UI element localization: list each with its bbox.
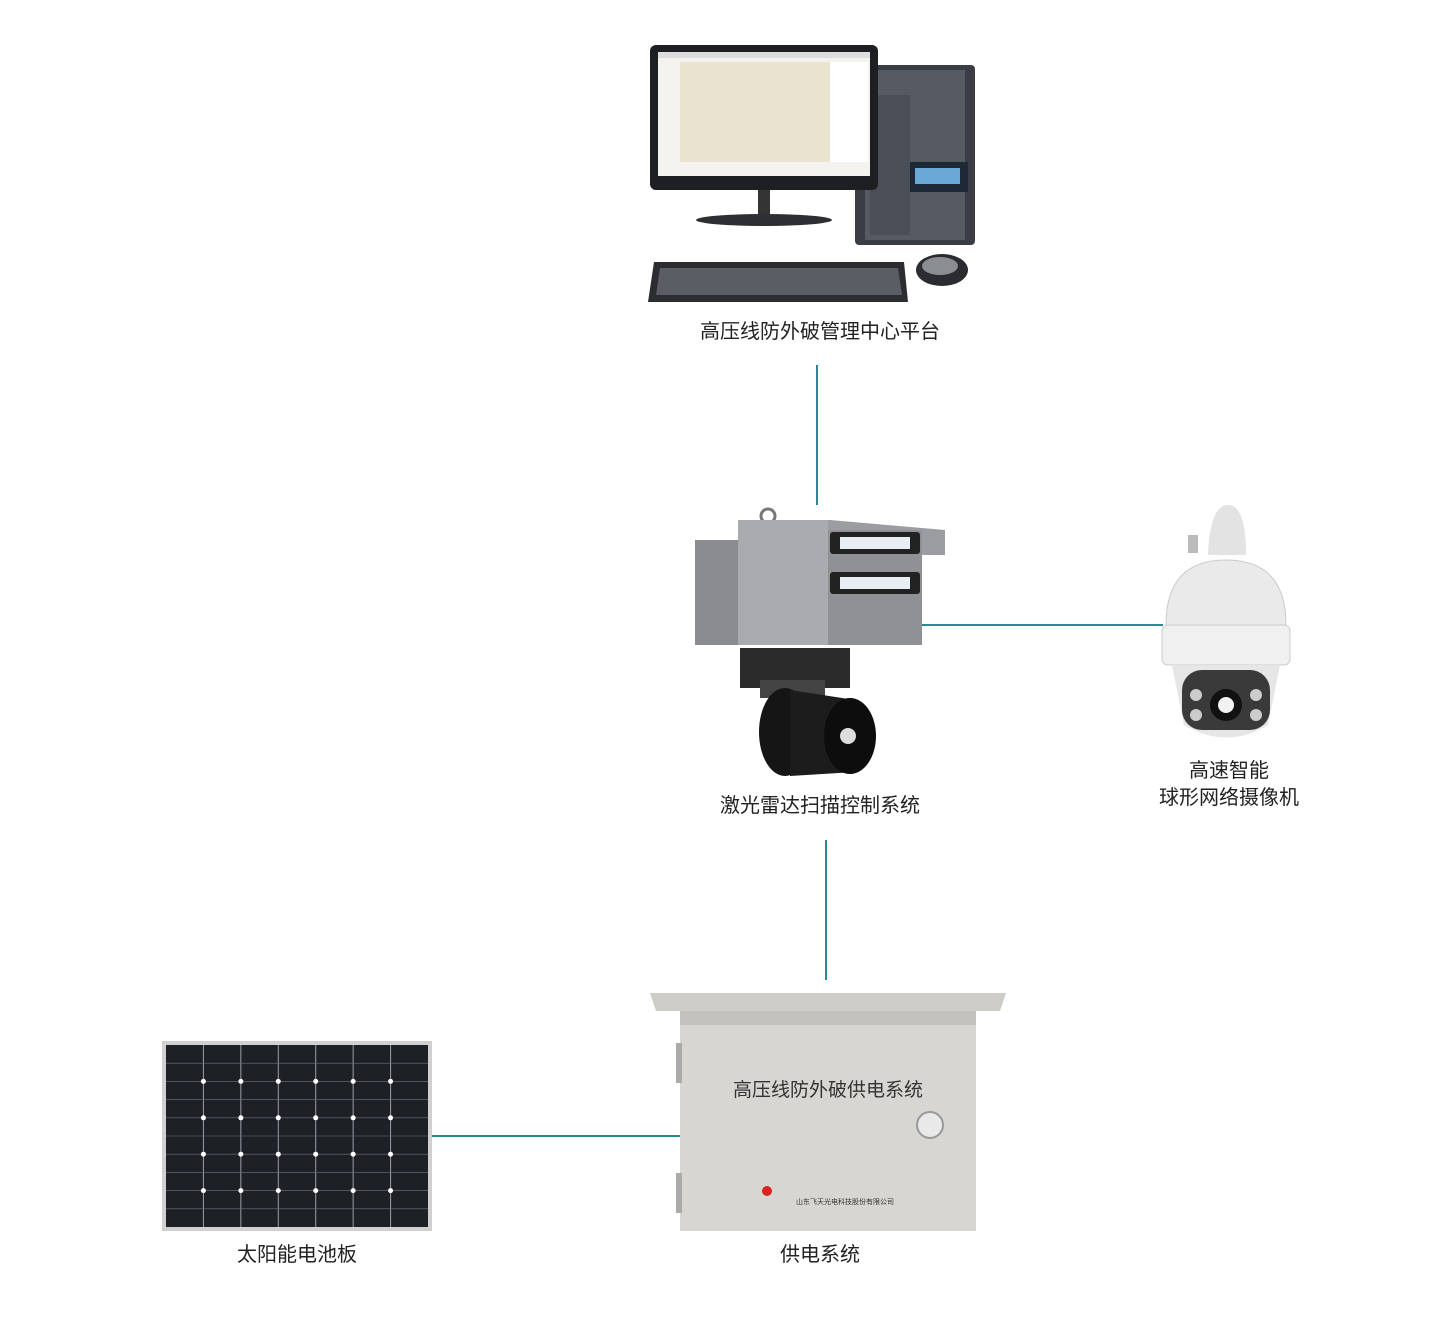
solar-cell-node	[350, 1151, 356, 1157]
solar-cell-node	[200, 1188, 206, 1194]
solar-cell-node	[388, 1078, 394, 1084]
solar-cell-node	[388, 1151, 394, 1157]
solar-cell-node	[200, 1115, 206, 1121]
solar-cell-node	[238, 1078, 244, 1084]
solar-cell-node	[275, 1115, 281, 1121]
power-label: 供电系统	[780, 1242, 860, 1266]
solar-cell-node	[238, 1188, 244, 1194]
solar-panel	[162, 1041, 432, 1231]
cabinet-company: 山东飞天光电科技股份有限公司	[796, 1198, 894, 1206]
cabinet-title: 高压线防外破供电系统	[732, 1079, 923, 1101]
camera-label-line1: 高速智能	[1189, 758, 1269, 782]
connector-solar-power	[432, 1135, 684, 1137]
solar-cell-node	[313, 1151, 319, 1157]
solar-cell-node	[275, 1078, 281, 1084]
solar-cell-node	[313, 1188, 319, 1194]
power-supply-cabinet: 高压线防外破供电系统 山东飞天光电科技股份有限公司	[650, 993, 1006, 1231]
dome-camera-icon	[1161, 505, 1291, 738]
solar-cell-node	[275, 1151, 281, 1157]
connector-platform-radar	[816, 365, 818, 505]
solar-cell-node	[313, 1115, 319, 1121]
lidar-scan-control-device	[690, 500, 950, 780]
solar-label: 太阳能电池板	[237, 1242, 357, 1266]
solar-cell-node	[388, 1188, 394, 1194]
solar-cell-node	[313, 1078, 319, 1084]
solar-cell-node	[275, 1188, 281, 1194]
platform-label: 高压线防外破管理中心平台	[700, 319, 940, 343]
solar-cell-node	[350, 1078, 356, 1084]
solar-cell-node	[350, 1188, 356, 1194]
management-platform-computer	[640, 40, 980, 310]
connector-radar-camera	[922, 624, 1163, 626]
speed-dome-camera	[1158, 505, 1293, 750]
connector-radar-power	[825, 840, 827, 980]
solar-panel-icon	[162, 1041, 432, 1231]
solar-cell-node	[200, 1078, 206, 1084]
solar-cell-node	[200, 1151, 206, 1157]
cabinet-icon	[650, 993, 1006, 1231]
camera-label-line2: 球形网络摄像机	[1159, 785, 1299, 809]
solar-cell-node	[238, 1151, 244, 1157]
computer-icon	[648, 45, 975, 302]
solar-cell-node	[350, 1115, 356, 1121]
solar-cell-node	[238, 1115, 244, 1121]
solar-cell-node	[388, 1115, 394, 1121]
radar-label: 激光雷达扫描控制系统	[720, 793, 920, 817]
lidar-device-icon	[695, 507, 945, 776]
